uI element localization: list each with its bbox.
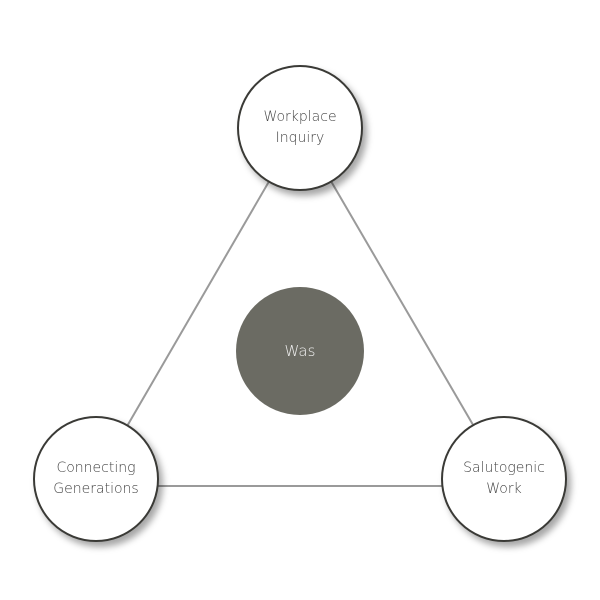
center-node-was: Was: [236, 287, 364, 415]
edge-top-right: [299, 127, 505, 479]
node-label-line2: Generations: [53, 481, 139, 497]
node-label-line2: Inquiry: [275, 130, 325, 146]
center-label: Was: [284, 342, 316, 360]
node-label-line1: Connecting: [56, 460, 136, 476]
node-label-line1: Workplace: [263, 109, 337, 125]
node-label-line1: Salutogenic: [463, 460, 545, 476]
edge-top-left: [96, 127, 301, 479]
node-label-line2: Work: [486, 481, 522, 497]
